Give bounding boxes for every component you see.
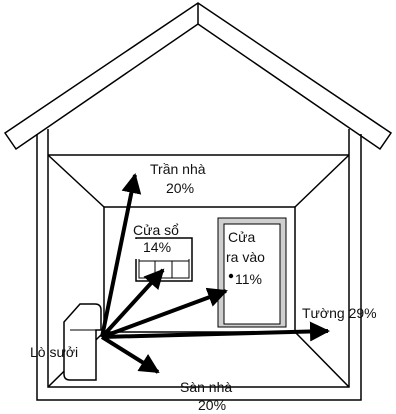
heat-loss-arrows (100, 173, 330, 374)
walls-label: Tường 29% (302, 305, 377, 321)
ceiling-label-line1: Trần nhà (150, 161, 206, 177)
roof (3, 2, 393, 151)
heater (63, 303, 102, 381)
door-label-line2: ra vào (226, 249, 265, 265)
arrow-door (101, 287, 228, 339)
floor-label-line2: 20% (198, 397, 226, 413)
heater-label: Lò sưởi (30, 344, 78, 360)
house-walls (36, 129, 362, 401)
floor-label-line1: Sàn nhà (180, 379, 232, 395)
door-label-line3: 11% (235, 271, 262, 287)
arrow-floor (100, 335, 160, 374)
window-label-line2: 14% (143, 239, 171, 255)
ceiling-label-line2: 20% (166, 180, 194, 196)
arrow-walls (101, 321, 330, 342)
door (217, 217, 287, 328)
arrow-window (100, 268, 165, 339)
room-perspective (47, 154, 350, 388)
door-knob (228, 273, 234, 279)
door-label-line1: Cửa (228, 229, 255, 245)
arrow-ceiling (100, 173, 142, 338)
window-label-line1: Cửa sổ (133, 222, 179, 238)
